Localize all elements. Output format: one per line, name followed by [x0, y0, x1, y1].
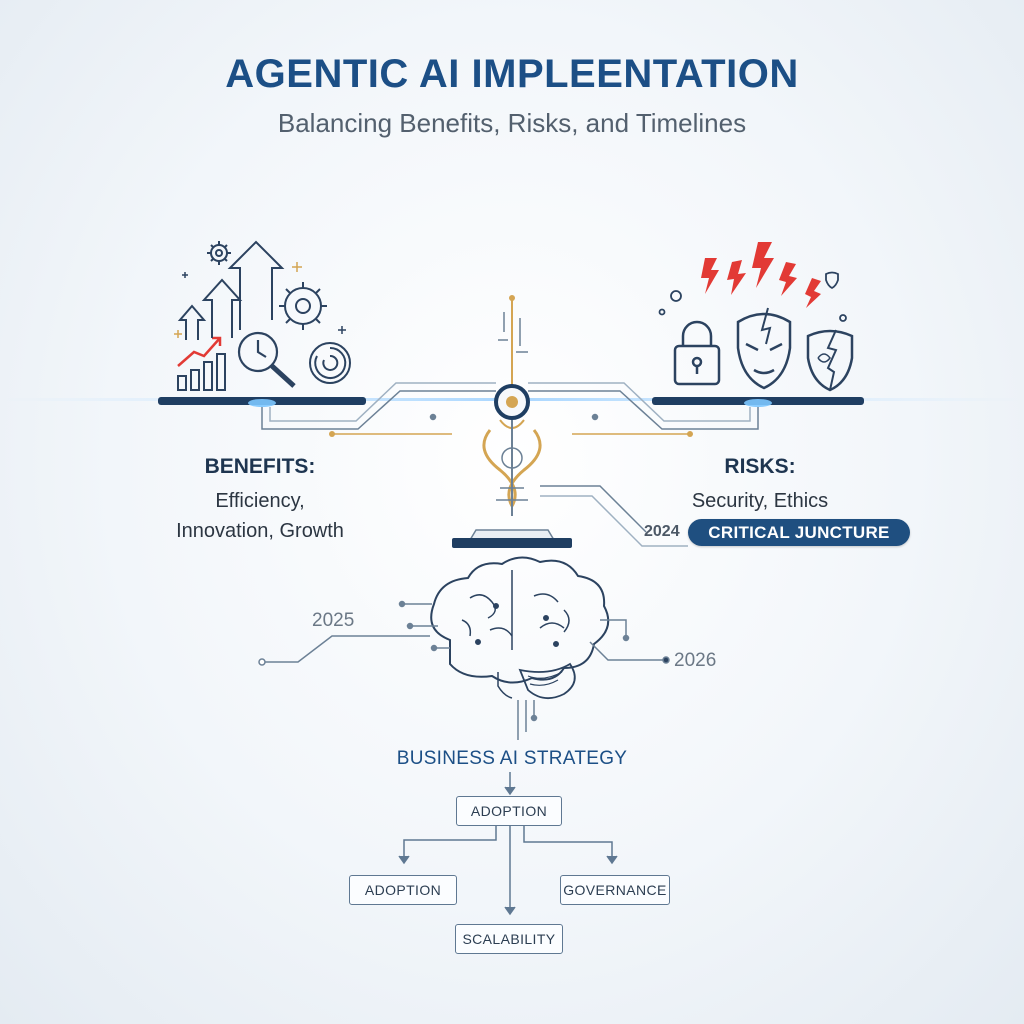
year-2026-label: 2026	[674, 650, 717, 671]
benefits-heading: BENEFITS:	[204, 455, 316, 478]
risks-text: Security, Ethics	[630, 486, 890, 516]
mask-icon	[736, 307, 792, 390]
strategy-arrows	[398, 772, 618, 916]
circuit-lines	[261, 382, 759, 437]
juncture-connector	[540, 485, 688, 547]
gear-icon	[207, 241, 327, 330]
benefits-text: Efficiency, Innovation, Growth	[130, 486, 390, 546]
timeline-lines	[258, 600, 670, 740]
strategy-title: BUSINESS AI STRATEGY	[396, 748, 628, 769]
sparkle-icons	[174, 262, 346, 338]
brain-icon	[430, 556, 610, 700]
magnifier-clock-icon	[237, 331, 296, 388]
strategy-box-adoption-left: ADOPTION	[349, 875, 457, 905]
year-2024-label: 2024	[644, 523, 680, 540]
benefits-line-1: Efficiency,	[215, 490, 305, 512]
benefits-plate	[158, 397, 366, 407]
balance-pillar	[452, 295, 572, 548]
small-shield-icons	[658, 271, 847, 322]
lightning-icon	[701, 242, 821, 308]
page-subtitle: Balancing Benefits, Risks, and Timelines	[277, 108, 747, 138]
strategy-box-scalability: SCALABILITY	[455, 924, 563, 954]
year-2025-label: 2025	[312, 610, 355, 631]
padlock-icon	[673, 320, 721, 386]
radar-icon	[309, 342, 351, 384]
critical-juncture-badge: CRITICAL JUNCTURE	[688, 519, 910, 546]
benefits-line-2: Innovation, Growth	[176, 520, 344, 542]
risks-plate	[652, 397, 864, 407]
cracked-shield-icon	[806, 329, 854, 392]
strategy-box-adoption-top: ADOPTION	[456, 796, 562, 826]
risks-line-1: Security, Ethics	[691, 490, 829, 512]
risks-heading: RISKS:	[724, 455, 796, 478]
arrow-up-icon	[177, 240, 285, 340]
page-title: AGENTIC AI IMPLEENTATION	[225, 52, 799, 96]
strategy-box-governance: GOVERNANCE	[560, 875, 670, 905]
bar-chart-icon	[177, 336, 226, 391]
